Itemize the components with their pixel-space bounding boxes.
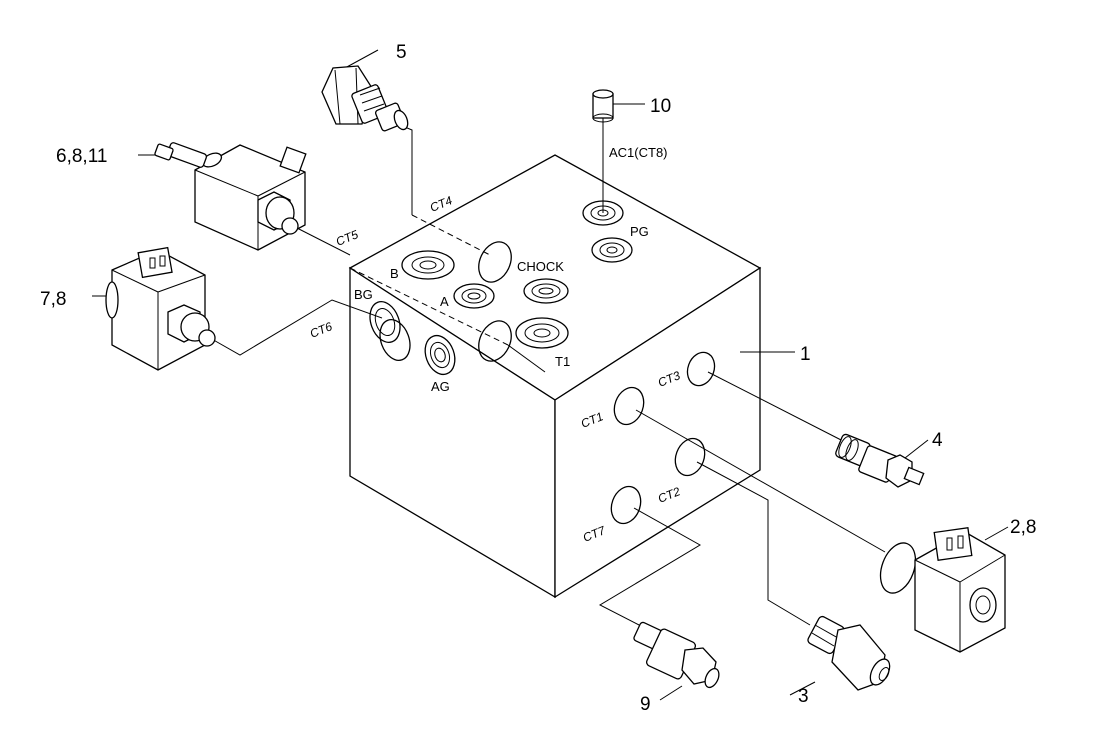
- part-callouts: 1 2,8 3 4 5 6,8,11 7,8 9 10: [40, 42, 1036, 715]
- callout-part-7: 7,8: [40, 289, 66, 310]
- port-ag: [424, 334, 456, 376]
- cavity-ring-ct2: [674, 437, 706, 477]
- cavity-ring-ct5: [478, 320, 512, 362]
- block-right-face: [554, 266, 761, 599]
- part-3-cartridge: [807, 615, 891, 691]
- port-label-ag: AG: [431, 379, 450, 394]
- callout-part-1: 1: [800, 344, 811, 365]
- callout-part-6: 6,8,11: [56, 146, 107, 167]
- part-6-solenoid-valve: [154, 142, 307, 251]
- port-label-a: A: [440, 294, 449, 309]
- port-t1: [515, 317, 569, 349]
- port-label-chock: CHOCK: [517, 259, 564, 274]
- part-2-solenoid: [879, 527, 1006, 653]
- cavity-ring-ct3: [686, 351, 716, 387]
- assembly-lines: [92, 49, 1009, 701]
- part-7-solenoid: [105, 246, 216, 371]
- port-label-bg: BG: [354, 287, 373, 302]
- callout-part-4: 4: [932, 430, 943, 451]
- port-chock: [523, 278, 569, 304]
- cavity-label-ct6: CT6: [308, 319, 335, 341]
- manifold-block: [348, 154, 762, 599]
- callout-part-9: 9: [640, 694, 651, 715]
- cavity-ring-ct7: [610, 485, 642, 525]
- part-4-cartridge: [835, 433, 925, 488]
- part-10-fitting: [592, 89, 614, 123]
- port-label-pg: PG: [630, 224, 649, 239]
- left-face-ports: [369, 301, 456, 376]
- port-label-t1: T1: [555, 354, 570, 369]
- port-label-b: B: [390, 266, 399, 281]
- part-9-cartridge: [633, 621, 720, 689]
- cavity-ring-ct1: [613, 386, 645, 426]
- port-a: [453, 283, 495, 309]
- cavity-label-ct4: CT4: [428, 193, 455, 215]
- cavity-labels: CT1 CT2 CT3 CT4 CT5 CT6 CT7: [308, 193, 683, 545]
- callout-part-3: 3: [798, 686, 809, 707]
- port-label-ac1: AC1(CT8): [609, 145, 668, 160]
- port-labels: B A CHOCK T1 PG BG AG AC1(CT8): [354, 145, 668, 394]
- right-face-cavities: [610, 351, 716, 525]
- port-bg: [369, 301, 411, 361]
- callout-part-10: 10: [650, 96, 671, 117]
- part-5-plug: [321, 65, 409, 132]
- port-b: [401, 250, 455, 280]
- cavity-label-ct5: CT5: [334, 227, 361, 249]
- cavity-ring-ct4: [478, 241, 512, 283]
- callout-part-5: 5: [396, 42, 407, 63]
- port-pg: [591, 237, 633, 263]
- callout-part-2: 2,8: [1010, 517, 1036, 538]
